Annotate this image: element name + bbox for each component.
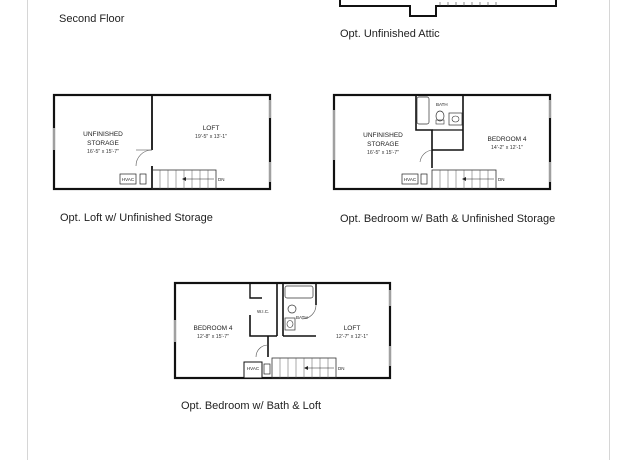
plan-bedroom-storage: BATH HVAC DN UNFINISHED STORAGE 16'-5" x… xyxy=(332,93,552,191)
plan3-hvac-label: HVAC xyxy=(247,366,260,371)
plan3-dn-label: DN xyxy=(338,366,345,371)
plan1-loft-label: LOFT xyxy=(203,125,220,132)
caption-bedroom-storage: Opt. Bedroom w/ Bath & Unfinished Storag… xyxy=(340,213,556,225)
plan2-hvac-label: HVAC xyxy=(404,177,417,182)
plan2-bath-label: BATH xyxy=(436,102,448,107)
plan1-storage-label-1: UNFINISHED xyxy=(83,131,123,138)
plan2-storage-dim: 16'-5" x 15'-7" xyxy=(367,150,399,156)
plan1-dn-label: DN xyxy=(218,177,225,182)
plan2-dn-label: DN xyxy=(498,177,505,182)
plan2-storage-label-1: UNFINISHED xyxy=(363,132,403,139)
plan3-bedroom-dim: 12'-8" x 15'-7" xyxy=(197,334,229,340)
right-frame-line xyxy=(609,0,610,460)
plan3-loft-dim: 12'-7" x 12'-1" xyxy=(336,334,368,340)
caption-second-floor: Second Floor xyxy=(59,13,125,25)
plan1-storage-dim: 16'-5" x 15'-7" xyxy=(87,149,119,155)
plan3-wic-label: W.I.C. xyxy=(257,309,269,314)
attic-plan-fragment xyxy=(339,0,557,17)
plan2-storage-label-2: STORAGE xyxy=(367,141,399,148)
plan2-bedroom-dim: 14'-2" x 12'-1" xyxy=(491,145,523,151)
plan1-storage-label-2: STORAGE xyxy=(87,140,119,147)
plan-bedroom-loft: W.I.C. BATH HVAC DN BEDROOM 4 12'-8" x 1… xyxy=(173,281,392,380)
caption-bedroom-loft: Opt. Bedroom w/ Bath & Loft xyxy=(181,400,322,412)
caption-attic: Opt. Unfinished Attic xyxy=(340,28,440,40)
plan3-bath-label: BATH xyxy=(296,315,308,320)
plan1-loft-dim: 19'-5" x 13'-1" xyxy=(195,134,227,140)
plan-loft-storage: HVAC DN UNFINISHED STORAGE 16'-5" x 15'-… xyxy=(52,93,272,191)
plan2-bedroom-label: BEDROOM 4 xyxy=(487,136,526,143)
left-frame-line xyxy=(27,0,28,460)
plan3-bedroom-label: BEDROOM 4 xyxy=(193,325,232,332)
plan3-loft-label: LOFT xyxy=(344,325,361,332)
plan1-hvac-label: HVAC xyxy=(122,177,135,182)
caption-loft-storage: Opt. Loft w/ Unfinished Storage xyxy=(60,212,213,224)
